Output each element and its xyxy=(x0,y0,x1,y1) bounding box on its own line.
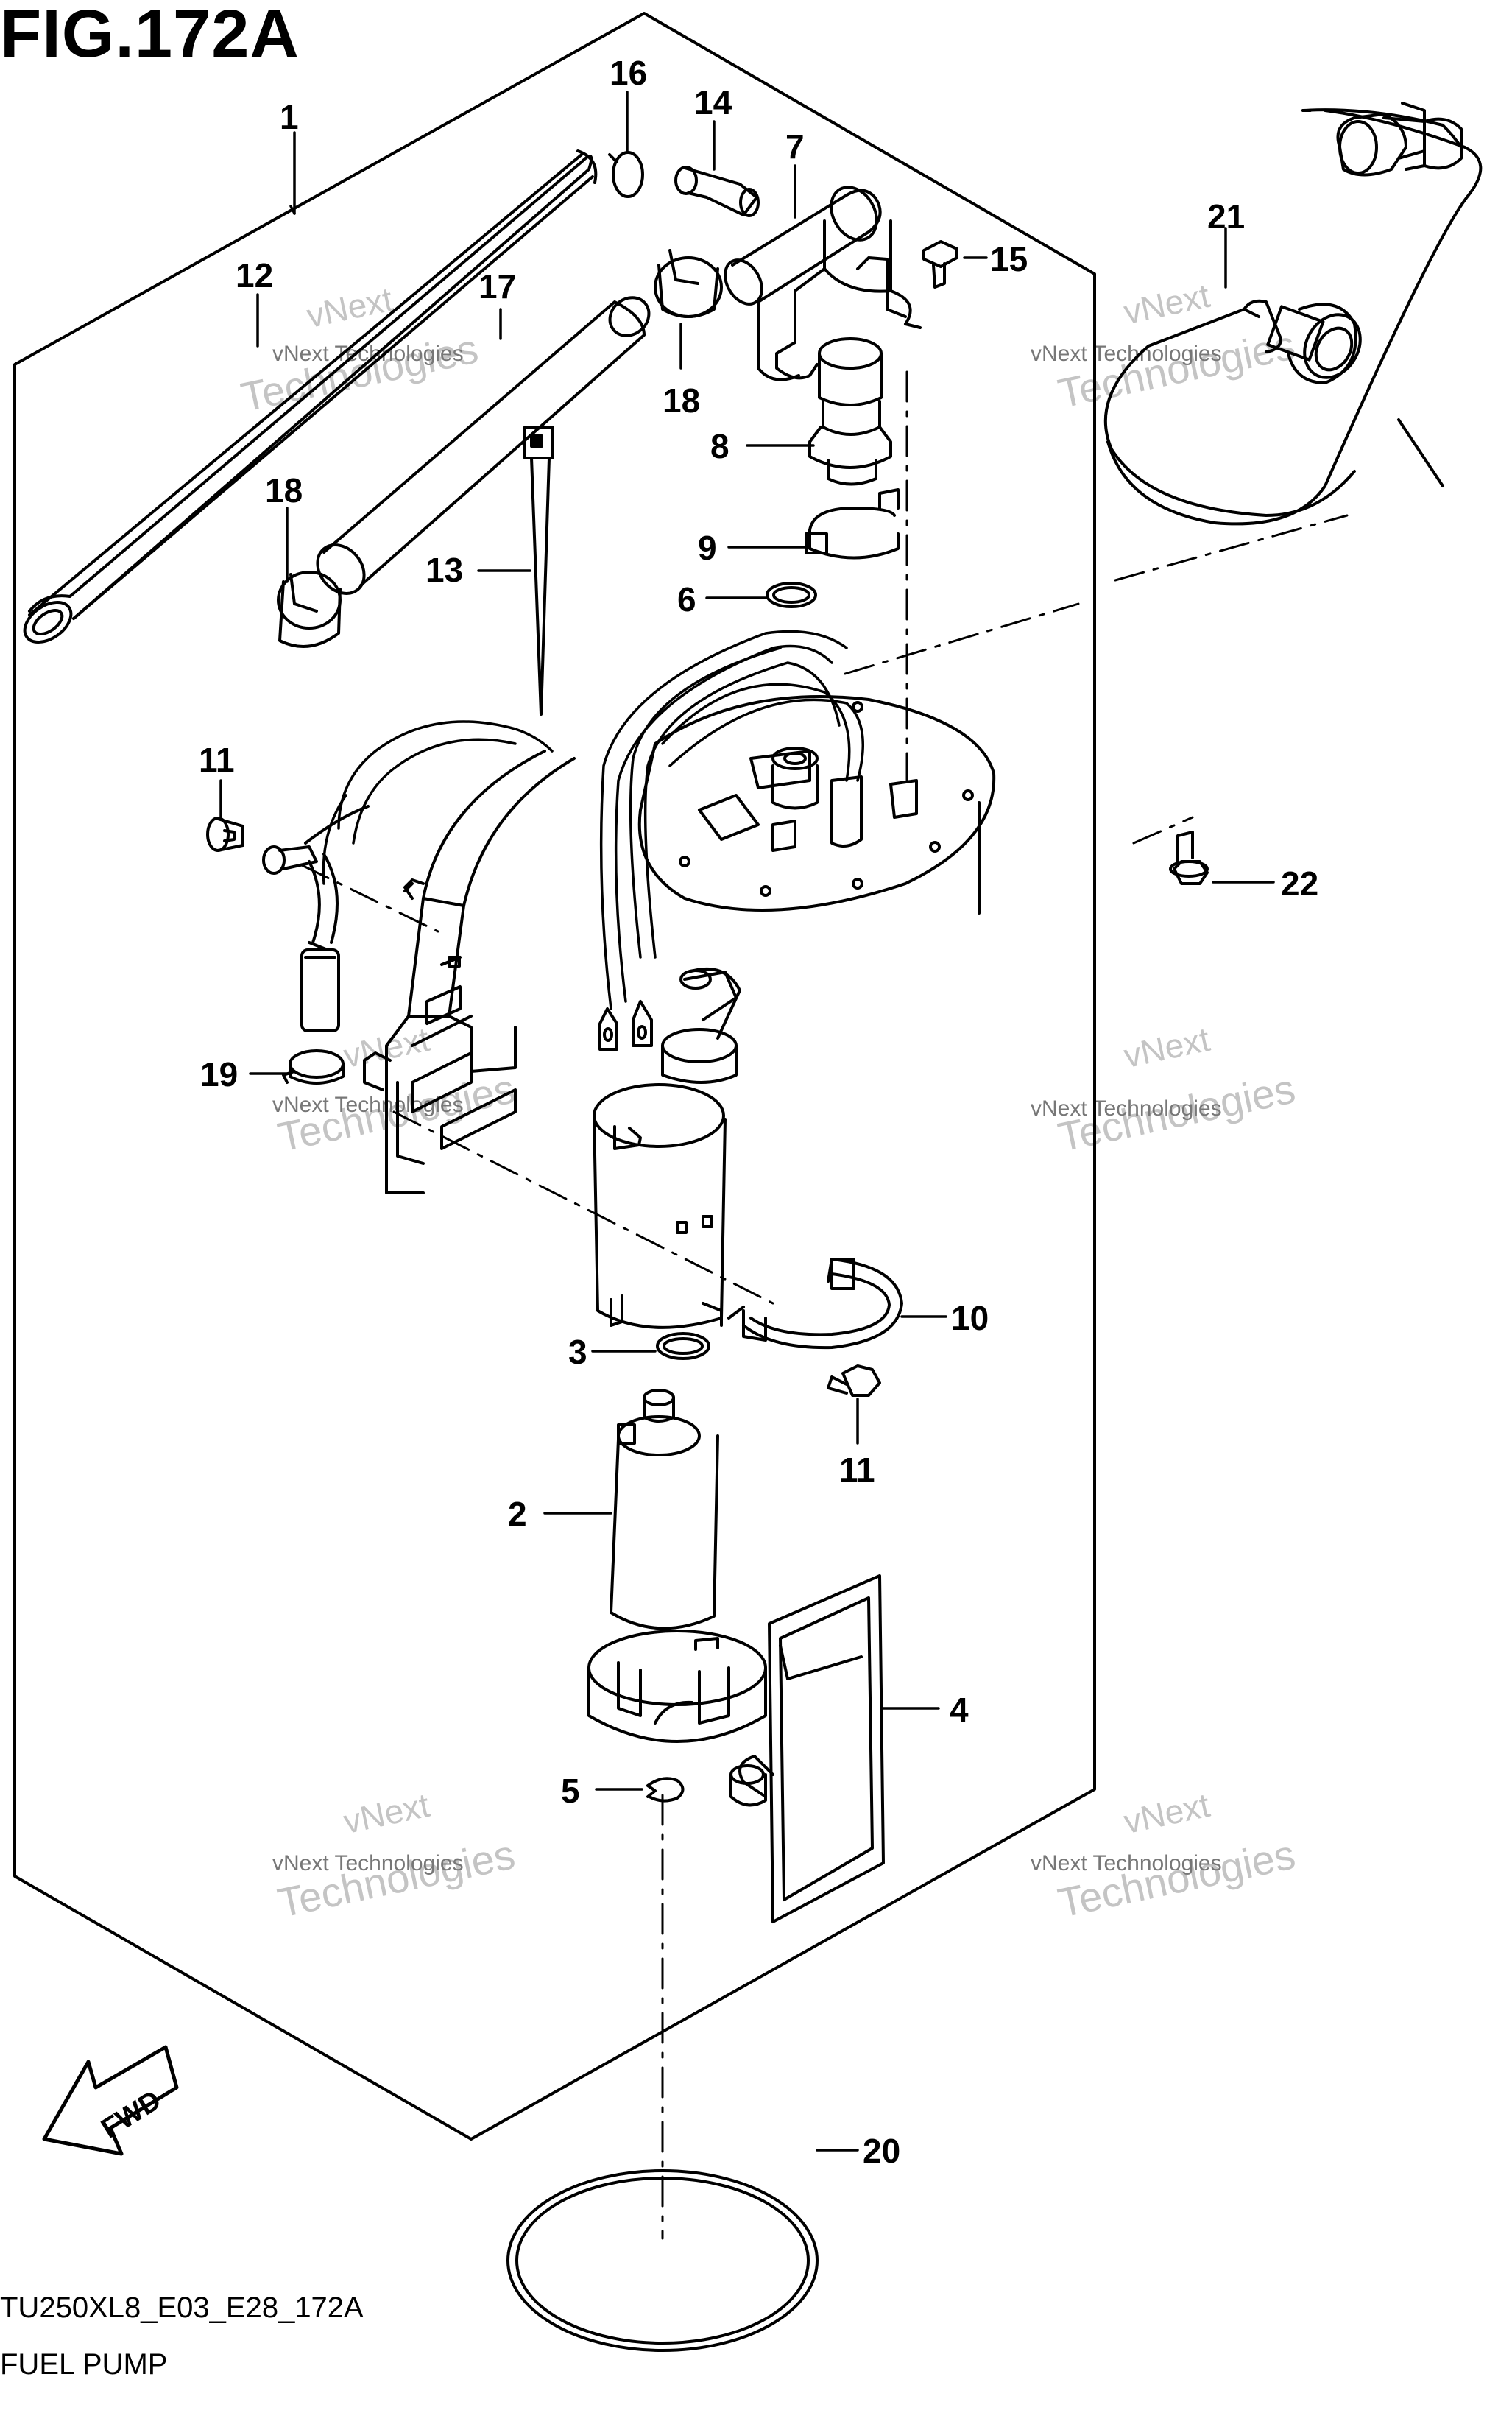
part-1-breather-hose xyxy=(23,149,598,644)
pump-unit-plate xyxy=(637,695,996,915)
watermark-vnext: vNext xyxy=(1120,1020,1213,1075)
part-20-gasket xyxy=(506,2169,819,2352)
ground-wire xyxy=(262,805,370,1032)
part-7-fuel-joint xyxy=(724,186,922,381)
figure-name: FUEL PUMP xyxy=(0,2348,168,2381)
part-21-fuel-feed-hose xyxy=(1103,102,1483,526)
part-13-cable-tie xyxy=(523,426,554,716)
part-6-o-ring xyxy=(766,582,817,608)
callout-19: 19 xyxy=(200,1055,238,1093)
part-15-bolt xyxy=(922,240,958,289)
watermark-vnext: vNext xyxy=(1120,276,1213,331)
part-11-bolt xyxy=(827,1364,881,1397)
part-17-short-hose xyxy=(316,296,651,595)
watermark-text: vNext Technologies xyxy=(272,1093,464,1117)
part-4-filter xyxy=(729,1574,885,1923)
part-8-regulator xyxy=(808,337,892,486)
figure-title: FIG.172A xyxy=(0,0,300,71)
callout-11: 11 xyxy=(199,741,235,779)
callout-22: 22 xyxy=(1281,864,1318,903)
callout-13: 13 xyxy=(425,551,463,589)
watermark-vnext: vNext xyxy=(340,1786,433,1841)
callout-8: 8 xyxy=(710,427,729,465)
callout-21: 21 xyxy=(1207,197,1245,236)
wire-terminals xyxy=(598,1000,653,1051)
callout-9: 9 xyxy=(698,529,717,567)
figure-code: TU250XL8_E03_E28_172A xyxy=(0,2292,364,2324)
part-3-o-ring xyxy=(656,1332,710,1360)
part-2-fuel-pump xyxy=(610,1389,719,1630)
callout-14: 14 xyxy=(694,83,732,121)
callout-18: 18 xyxy=(265,471,303,510)
center-lines xyxy=(300,370,1349,2240)
pump-bracket-frame xyxy=(363,750,576,1194)
callout-labels: 1 12 17 16 14 7 15 18 18 13 8 9 6 11 21 … xyxy=(199,54,1318,2170)
callout-2: 2 xyxy=(508,1495,527,1533)
part-18-hose-clamp xyxy=(277,571,342,648)
watermark-vnext: vNext xyxy=(303,280,396,335)
part-5-e-clip xyxy=(646,1777,685,1803)
watermark-text: vNext Technologies xyxy=(272,1851,464,1875)
watermark-technologies: Technologies xyxy=(1054,1831,1299,1926)
part-18-hose-clamp xyxy=(654,249,723,318)
callout-5: 5 xyxy=(561,1772,580,1810)
callout-20: 20 xyxy=(863,2132,900,2170)
pump-housing xyxy=(593,967,741,1329)
assembly-boundary xyxy=(13,12,1096,2141)
callout-12: 12 xyxy=(236,256,273,295)
part-19-clip xyxy=(282,1049,345,1085)
part-9-bracket xyxy=(805,488,900,560)
callout-3: 3 xyxy=(568,1333,587,1371)
callout-11: 11 xyxy=(839,1451,875,1489)
callout-7: 7 xyxy=(785,127,805,166)
callout-18: 18 xyxy=(663,381,700,420)
part-22-bolt xyxy=(1169,831,1209,885)
callout-15: 15 xyxy=(990,240,1028,278)
part-16-o-ring xyxy=(608,151,644,198)
callout-4: 4 xyxy=(950,1691,969,1729)
forward-arrow-icon: FWD xyxy=(42,2045,179,2156)
part-14-elbow-joint xyxy=(674,166,760,217)
part-11-bolt xyxy=(206,817,244,852)
part-10-clamp-band xyxy=(727,1258,903,1350)
watermark-text: vNext Technologies xyxy=(1031,342,1222,366)
watermark-vnext: vNext xyxy=(1120,1786,1213,1841)
wire-harness xyxy=(322,630,865,1010)
watermark-technologies: Technologies xyxy=(274,1831,519,1926)
callout-10: 10 xyxy=(951,1299,989,1337)
callout-17: 17 xyxy=(478,267,516,306)
leader-lines xyxy=(219,91,1275,2152)
callout-16: 16 xyxy=(610,54,647,92)
callout-1: 1 xyxy=(280,98,299,136)
watermark-text: vNext Technologies xyxy=(1031,1851,1222,1875)
watermark-text: vNext Technologies xyxy=(1031,1096,1222,1121)
callout-6: 6 xyxy=(677,580,696,619)
pump-cup-holder xyxy=(587,1630,767,1743)
